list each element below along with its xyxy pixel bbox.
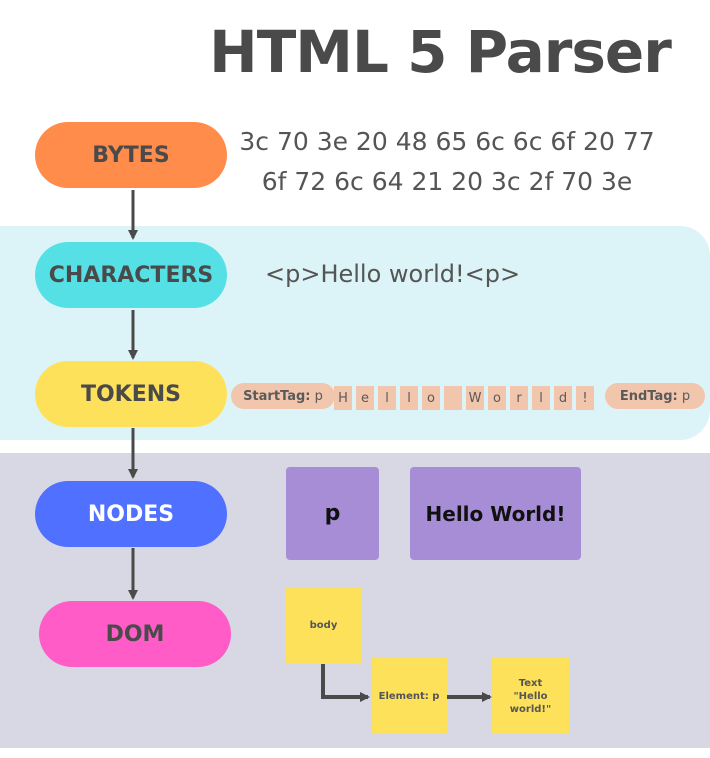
token-letter: o bbox=[422, 386, 440, 410]
characters-text: <p>Hello world!<p> bbox=[265, 260, 521, 288]
token-letter: o bbox=[488, 386, 506, 410]
page-title: HTML 5 Parser bbox=[209, 18, 672, 86]
stage-tokens: TOKENS bbox=[35, 361, 227, 427]
token-letter: l bbox=[532, 386, 550, 410]
token-letter: l bbox=[400, 386, 418, 410]
token-end-tag-label: EndTag: bbox=[619, 388, 678, 404]
stage-nodes: NODES bbox=[35, 481, 227, 547]
token-start-tag-label: StartTag: bbox=[243, 388, 311, 404]
token-letter: e bbox=[356, 386, 374, 410]
token-letter: W bbox=[466, 386, 484, 410]
token-letter: H bbox=[334, 386, 352, 410]
stage-bytes: BYTES bbox=[35, 122, 227, 188]
token-start-tag: StartTag: p bbox=[231, 383, 335, 409]
token-letter: d bbox=[554, 386, 572, 410]
dom-node-text-value: "Hello world!" bbox=[509, 690, 552, 715]
bytes-line-2: 6f 72 6c 64 21 20 3c 2f 70 3e bbox=[261, 167, 633, 196]
token-space bbox=[444, 386, 462, 410]
token-letter: l bbox=[378, 386, 396, 410]
dom-node-text-label: Text bbox=[518, 677, 543, 689]
dom-node-body: body bbox=[286, 588, 361, 663]
token-letter: ! bbox=[576, 386, 594, 410]
token-end-tag: EndTag: p bbox=[605, 383, 705, 409]
stage-characters: CHARACTERS bbox=[35, 242, 227, 308]
token-letter: r bbox=[510, 386, 528, 410]
node-text-hello-world: Hello World! bbox=[410, 467, 581, 560]
bytes-line-1: 3c 70 3e 20 48 65 6c 6c 6f 20 77 bbox=[239, 127, 655, 156]
bytes-hex-text: 3c 70 3e 20 48 65 6c 6c 6f 20 77 6f 72 6… bbox=[222, 122, 672, 202]
token-end-tag-value: p bbox=[681, 388, 691, 404]
token-start-tag-value: p bbox=[314, 388, 323, 404]
dom-node-text: Text "Hello world!" bbox=[492, 658, 569, 734]
dom-node-element-p: Element: p bbox=[371, 658, 447, 734]
node-element-p: p bbox=[286, 467, 379, 560]
stage-dom: DOM bbox=[39, 601, 231, 667]
arrow-body-to-element bbox=[321, 664, 370, 702]
